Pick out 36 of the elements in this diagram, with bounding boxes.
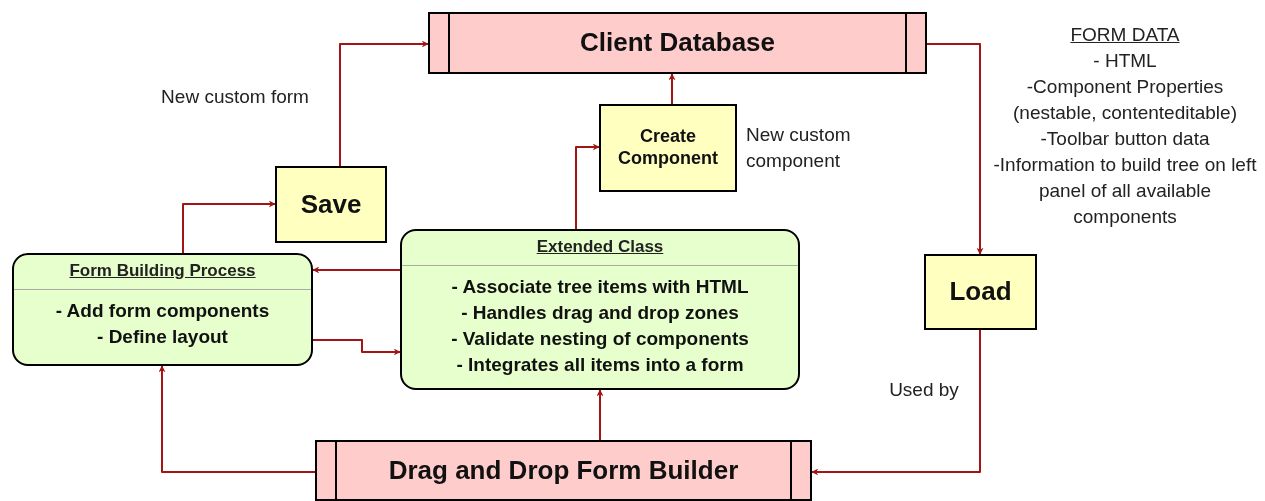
rounded-box: [12, 253, 313, 366]
rounded-box: [400, 229, 800, 390]
note-heading: FORM DATA: [1069, 23, 1181, 47]
arrow: [158, 365, 316, 473]
note-line: -Toolbar button data: [1039, 127, 1211, 151]
arrow: [339, 40, 429, 167]
side-note: New custom component: [746, 123, 852, 173]
box-heading: Form Building Process: [69, 261, 256, 282]
box-title: Client Database: [579, 27, 776, 59]
arrow: [668, 73, 676, 105]
list-item: - Validate nesting of components: [451, 327, 749, 351]
note-line: - HTML: [1092, 49, 1158, 73]
box-title: Save: [300, 188, 362, 221]
arrow: [312, 339, 401, 356]
box-title: Create Component: [617, 126, 719, 170]
subprocess-box: [315, 440, 812, 501]
arrow: [182, 200, 276, 254]
subprocess-box: [428, 12, 927, 74]
list-item: - Integrates all items into a form: [456, 353, 744, 377]
list-item: - Handles drag and drop zones: [461, 301, 739, 325]
note-line: -Component Properties (nestable, contenteditable): [1012, 75, 1238, 125]
process-box: [275, 166, 387, 243]
box-title: Drag and Drop Form Builder: [388, 454, 739, 487]
arrow: [596, 389, 604, 441]
process-box: [924, 254, 1037, 330]
arrow: [575, 143, 600, 230]
note-line: -Information to build tree on left panel of all available components: [992, 153, 1258, 229]
arrow: [811, 329, 981, 476]
arrow: [312, 266, 401, 274]
box-title: Load: [949, 276, 1012, 308]
list-item: - Define layout: [97, 325, 228, 349]
process-box: [599, 104, 737, 192]
list-item: - Add form components: [55, 299, 270, 323]
list-item: - Associate tree items with HTML: [451, 275, 749, 299]
arrow: [926, 43, 984, 255]
box-heading: Extended Class: [536, 237, 664, 258]
